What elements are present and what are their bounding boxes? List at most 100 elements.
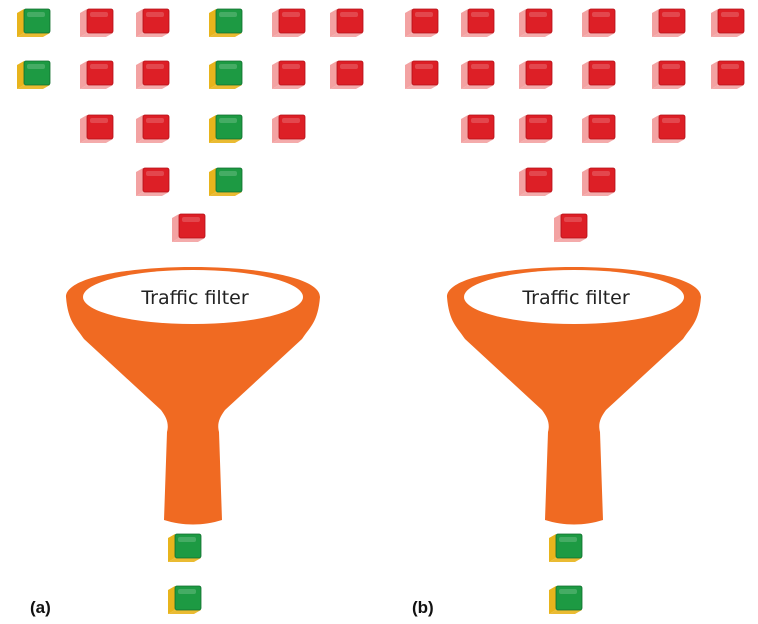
cube-side-face	[582, 168, 589, 196]
cube-front-face	[215, 114, 243, 140]
cube-front-face	[215, 8, 243, 34]
panel-b: Traffic filter (b)	[405, 8, 745, 617]
cube-bottom-face	[136, 192, 169, 196]
cube-front-face	[142, 60, 170, 86]
allowed-packet-cube	[209, 8, 243, 37]
cube-highlight	[529, 64, 547, 69]
blocked-packet-cube	[80, 60, 114, 89]
blocked-packet-cube	[582, 114, 616, 143]
cube-highlight	[182, 217, 200, 222]
cube-front-face	[588, 60, 616, 86]
cube-bottom-face	[172, 238, 205, 242]
cube-front-face	[215, 167, 243, 193]
cube-highlight	[564, 217, 582, 222]
cube-side-face	[652, 9, 659, 37]
allowed-packet-cube	[17, 8, 51, 37]
cube-bottom-face	[330, 33, 363, 37]
cube-side-face	[711, 9, 718, 37]
cube-highlight	[592, 118, 610, 123]
cube-highlight	[471, 118, 489, 123]
funnel-opening	[464, 270, 684, 324]
cube-highlight	[721, 12, 739, 17]
cube-bottom-face	[549, 558, 582, 562]
cube-side-face	[136, 9, 143, 37]
cube-front-face	[86, 60, 114, 86]
cube-side-face	[711, 61, 718, 89]
cube-front-face	[336, 8, 364, 34]
cube-bottom-face	[272, 139, 305, 143]
cube-side-face	[461, 115, 468, 143]
cube-highlight	[27, 64, 45, 69]
cube-side-face	[209, 115, 216, 143]
allowed-packet-cube	[549, 585, 583, 614]
blocked-packet-cube	[582, 167, 616, 196]
cube-side-face	[272, 61, 279, 89]
cube-front-face	[86, 114, 114, 140]
cube-bottom-face	[17, 33, 50, 37]
cube-side-face	[209, 9, 216, 37]
allowed-packet-cube	[549, 533, 583, 562]
cube-bottom-face	[549, 610, 582, 614]
cube-highlight	[559, 589, 577, 594]
cube-highlight	[529, 118, 547, 123]
cube-bottom-face	[652, 33, 685, 37]
cube-front-face	[588, 114, 616, 140]
blocked-packet-cube	[272, 114, 306, 143]
cube-highlight	[662, 118, 680, 123]
cube-bottom-face	[17, 85, 50, 89]
cube-side-face	[136, 61, 143, 89]
funnel-label: Traffic filter	[521, 287, 630, 309]
cube-bottom-face	[554, 238, 587, 242]
cube-front-face	[658, 114, 686, 140]
cube-side-face	[209, 61, 216, 89]
cube-highlight	[415, 12, 433, 17]
cube-side-face	[582, 9, 589, 37]
blocked-packet-cube	[272, 60, 306, 89]
cube-front-face	[560, 213, 588, 239]
cube-bottom-face	[272, 33, 305, 37]
cube-side-face	[652, 115, 659, 143]
cube-front-face	[336, 60, 364, 86]
cube-front-face	[525, 8, 553, 34]
cube-bottom-face	[136, 33, 169, 37]
cube-highlight	[178, 589, 196, 594]
cube-bottom-face	[80, 85, 113, 89]
cube-bottom-face	[519, 85, 552, 89]
cube-side-face	[405, 9, 412, 37]
cube-side-face	[330, 9, 337, 37]
cube-front-face	[588, 167, 616, 193]
cube-side-face	[17, 9, 24, 37]
funnel-body	[66, 267, 320, 525]
cube-front-face	[174, 585, 202, 611]
cube-bottom-face	[136, 139, 169, 143]
cube-bottom-face	[330, 85, 363, 89]
blocked-packet-cube	[711, 60, 745, 89]
cube-front-face	[717, 8, 745, 34]
cube-highlight	[219, 118, 237, 123]
cube-side-face	[17, 61, 24, 89]
blocked-packet-cube	[136, 8, 170, 37]
cube-side-face	[209, 168, 216, 196]
cube-side-face	[519, 61, 526, 89]
blocked-packet-cube	[461, 60, 495, 89]
blocked-packet-cube	[519, 114, 553, 143]
funnel-opening	[83, 270, 303, 324]
blocked-packet-cube	[136, 60, 170, 89]
cube-highlight	[471, 64, 489, 69]
cube-bottom-face	[519, 139, 552, 143]
blocked-packet-cube	[172, 213, 206, 242]
blocked-packet-cube	[652, 114, 686, 143]
blocked-packet-cube	[519, 167, 553, 196]
blocked-packet-cube	[136, 114, 170, 143]
blocked-packet-cube	[330, 8, 364, 37]
cube-bottom-face	[582, 33, 615, 37]
cube-front-face	[467, 114, 495, 140]
cube-bottom-face	[652, 139, 685, 143]
panel-a: Traffic filter (a)	[17, 8, 364, 617]
cube-side-face	[582, 115, 589, 143]
cube-highlight	[415, 64, 433, 69]
cube-side-face	[461, 61, 468, 89]
allowed-packet-cube	[209, 167, 243, 196]
allowed-packet-cube	[168, 585, 202, 614]
